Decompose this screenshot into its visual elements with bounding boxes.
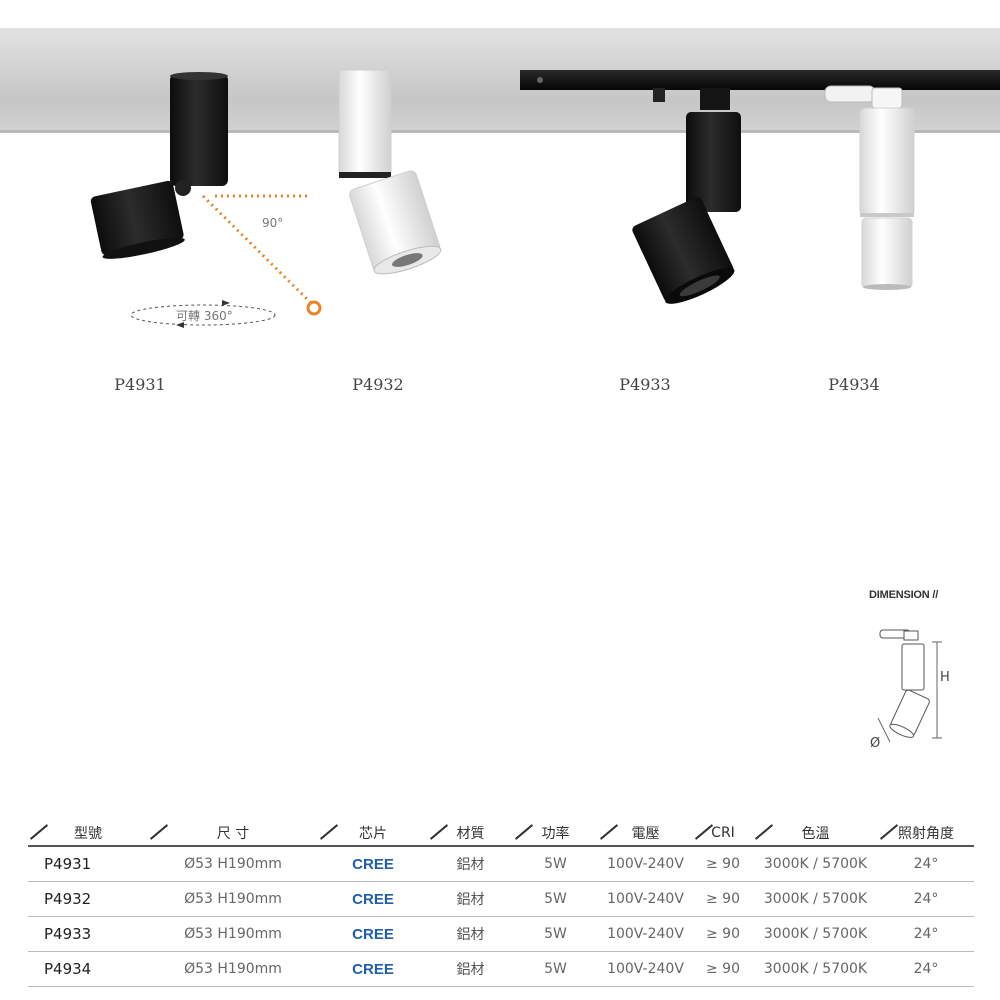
header-material: 材質 bbox=[428, 820, 513, 847]
p4932-fixture-image bbox=[338, 69, 442, 275]
cell-color-temp: 3000K / 5700K bbox=[753, 881, 878, 917]
table-header-row: 型號 尺 寸 芯片 材質 功率 電壓 CRI 色溫 照射角度 bbox=[28, 820, 974, 847]
cell-material: 鋁材 bbox=[428, 846, 513, 882]
cell-color-temp: 3000K / 5700K bbox=[753, 951, 878, 987]
table-row: P4932 Ø53 H190mm CREE 鋁材 5W 100V-240V ≥ … bbox=[28, 881, 974, 917]
cell-size: Ø53 H190mm bbox=[148, 951, 318, 987]
cell-size: Ø53 H190mm bbox=[148, 881, 318, 917]
cell-voltage: 100V-240V bbox=[598, 881, 693, 917]
table-row: P4933 Ø53 H190mm CREE 鋁材 5W 100V-240V ≥ … bbox=[28, 916, 974, 952]
model-caption-p4931: P4931 bbox=[114, 375, 166, 394]
track-rail bbox=[520, 70, 1000, 90]
cell-cri: ≥ 90 bbox=[693, 881, 753, 917]
p4931-fixture-image bbox=[90, 72, 228, 259]
dimension-diagram bbox=[877, 629, 942, 743]
cell-voltage: 100V-240V bbox=[598, 951, 693, 987]
angle-label: 90° bbox=[262, 216, 284, 230]
cell-model: P4932 bbox=[28, 881, 148, 917]
header-model: 型號 bbox=[28, 820, 148, 847]
cell-beam-angle: 24° bbox=[878, 846, 974, 882]
rotation-annotation bbox=[130, 194, 322, 328]
cell-size: Ø53 H190mm bbox=[148, 916, 318, 952]
table-row: P4931 Ø53 H190mm CREE 鋁材 5W 100V-240V ≥ … bbox=[28, 846, 974, 882]
height-symbol: H bbox=[940, 670, 950, 685]
product-illustrations bbox=[90, 69, 1000, 328]
cell-material: 鋁材 bbox=[428, 951, 513, 987]
cell-model: P4933 bbox=[28, 916, 148, 952]
spec-table: 型號 尺 寸 芯片 材質 功率 電壓 CRI 色溫 照射角度 P4931 Ø53… bbox=[28, 820, 974, 987]
cell-cri: ≥ 90 bbox=[693, 916, 753, 952]
header-power: 功率 bbox=[513, 820, 598, 847]
cell-power: 5W bbox=[513, 951, 598, 987]
table-row: P4934 Ø53 H190mm CREE 鋁材 5W 100V-240V ≥ … bbox=[28, 951, 974, 987]
cell-material: 鋁材 bbox=[428, 916, 513, 952]
dimension-title: DIMENSION // bbox=[869, 589, 939, 601]
cell-chip: CREE bbox=[318, 846, 428, 882]
cell-chip: CREE bbox=[318, 916, 428, 952]
cell-beam-angle: 24° bbox=[878, 951, 974, 987]
cell-cri: ≥ 90 bbox=[693, 846, 753, 882]
header-color-temp: 色溫 bbox=[753, 820, 878, 847]
header-beam-angle: 照射角度 bbox=[878, 820, 974, 847]
cell-cri: ≥ 90 bbox=[693, 951, 753, 987]
cell-material: 鋁材 bbox=[428, 881, 513, 917]
header-voltage: 電壓 bbox=[598, 820, 693, 847]
cell-power: 5W bbox=[513, 846, 598, 882]
cell-model: P4931 bbox=[28, 846, 148, 882]
header-size: 尺 寸 bbox=[148, 820, 318, 847]
p4934-fixture-image bbox=[824, 85, 915, 290]
cell-model: P4934 bbox=[28, 951, 148, 987]
cell-power: 5W bbox=[513, 916, 598, 952]
rotate-label: 可轉 360° bbox=[176, 309, 233, 323]
cell-size: Ø53 H190mm bbox=[148, 846, 318, 882]
cell-chip: CREE bbox=[318, 951, 428, 987]
model-caption-p4934: P4934 bbox=[828, 375, 880, 394]
model-caption-p4933: P4933 bbox=[619, 375, 671, 394]
cell-power: 5W bbox=[513, 881, 598, 917]
cell-color-temp: 3000K / 5700K bbox=[753, 916, 878, 952]
cell-voltage: 100V-240V bbox=[598, 846, 693, 882]
model-caption-p4932: P4932 bbox=[352, 375, 404, 394]
cell-voltage: 100V-240V bbox=[598, 916, 693, 952]
p4933-fixture-image bbox=[632, 88, 741, 304]
diameter-symbol: Ø bbox=[870, 736, 881, 751]
cell-beam-angle: 24° bbox=[878, 916, 974, 952]
ceiling-edge bbox=[0, 130, 1000, 133]
cell-beam-angle: 24° bbox=[878, 881, 974, 917]
cell-chip: CREE bbox=[318, 881, 428, 917]
header-chip: 芯片 bbox=[318, 820, 428, 847]
cell-color-temp: 3000K / 5700K bbox=[753, 846, 878, 882]
header-cri: CRI bbox=[693, 820, 753, 847]
